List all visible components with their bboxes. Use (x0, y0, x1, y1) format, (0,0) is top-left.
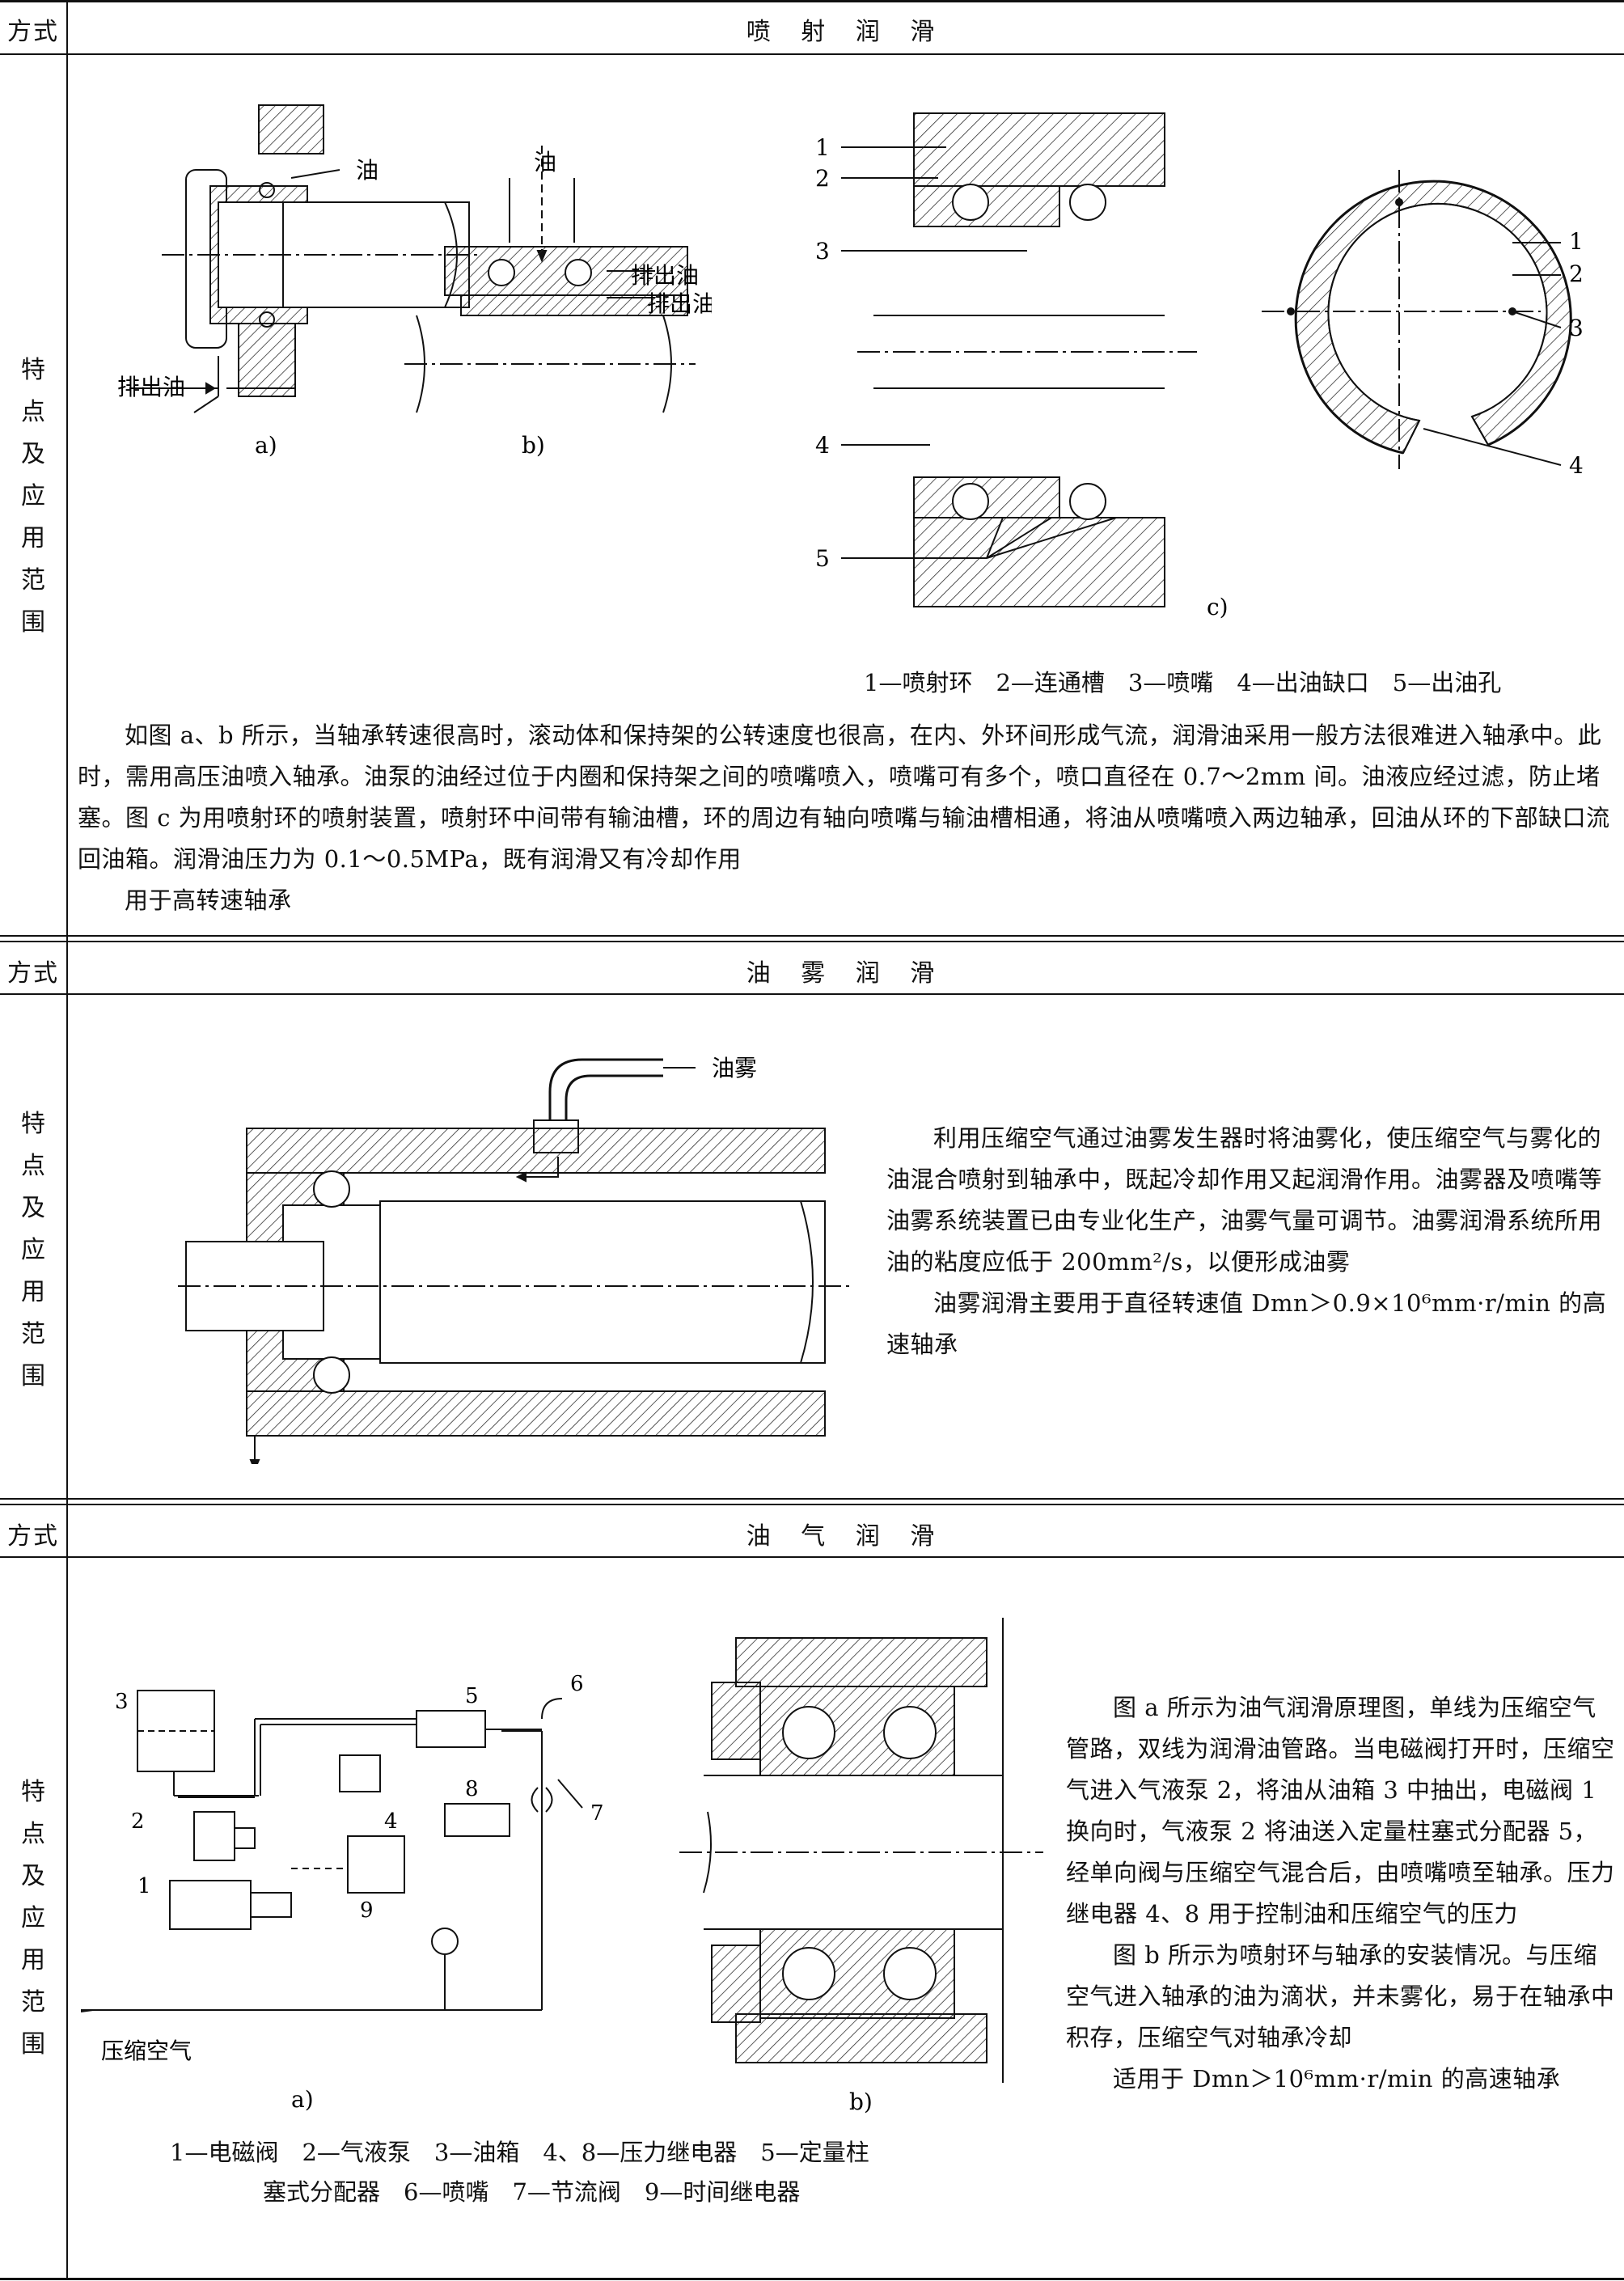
section-3-legend-line-1: 1—电磁阀 2—气液泵 3—油箱 4、8—压力继电器 5—定量柱 (170, 2139, 869, 2166)
fig3a-air-label: 压缩空气 (101, 2038, 192, 2064)
fig1c-ring-callout-3: 3 (1569, 315, 1584, 341)
section-3-mode-label: 方式 (7, 1522, 59, 1551)
figure-3b-bearing-installation: b) (679, 1618, 1043, 2115)
top-rule (0, 0, 1624, 2)
fig1a-drain-label: 排出油 (117, 374, 185, 400)
fig1b-drain-label-2: 排出油 (647, 290, 712, 317)
fig2-mist-label: 油雾 (712, 1055, 757, 1081)
fig1c-callout-1: 1 (815, 134, 830, 161)
section-1-title: 喷 射 润 滑 (746, 18, 946, 46)
fig3a-callout-5: 5 (465, 1684, 479, 1708)
header-rule-1 (0, 53, 1624, 55)
section-2-paragraph-1: 利用压缩空气通过油雾发生器时将油雾化，使压缩空气与雾化的油混合喷射到轴承中，既起… (886, 1124, 1603, 1276)
header-rule-3 (0, 1556, 1624, 1558)
fig1b-oil-label: 油 (534, 149, 556, 176)
section-3-paragraph-1: 图 a 所示为油气润滑原理图，单线为压缩空气管路，双线为润滑油管路。当电磁阀打开… (1066, 1694, 1615, 1928)
section-2-paragraph-2: 油雾润滑主要用于直径转速值 Dmn＞0.9×10⁶mm·r/min 的高速轴承 (886, 1289, 1607, 1358)
section-divider-2 (0, 1498, 1624, 1500)
fig3a-callout-9: 9 (360, 1898, 374, 1923)
fig1c-callout-5: 5 (815, 545, 830, 572)
section-divider-1 (0, 935, 1624, 937)
fig1c-ring-callout-4: 4 (1569, 452, 1584, 479)
fig3a-callout-2: 2 (131, 1809, 145, 1834)
fig1b-label: b) (522, 432, 545, 459)
fig3a-callout-3: 3 (115, 1690, 129, 1714)
fig3a-callout-1: 1 (137, 1874, 151, 1898)
section-1-mode-label: 方式 (7, 18, 59, 46)
section-3-paragraph-3: 适用于 Dmn＞10⁶mm·r/min 的高速轴承 (1113, 2065, 1561, 2093)
section-divider-2b (0, 1504, 1624, 1505)
fig3a-callout-8: 8 (465, 1777, 479, 1801)
section-1-legend: 1—喷射环 2—连通槽 3—喷嘴 4—出油缺口 5—出油孔 (864, 669, 1502, 696)
section-divider-1b (0, 941, 1624, 942)
column-divider (66, 0, 68, 2280)
fig1c-callout-3: 3 (815, 238, 830, 264)
fig3a-callout-7: 7 (590, 1801, 604, 1826)
fig3b-label: b) (849, 2088, 873, 2115)
section-3-legend-line-2: 塞式分配器 6—喷嘴 7—节流阀 9—时间继电器 (263, 2178, 801, 2206)
section-3-description: 图 a 所示为油气润滑原理图，单线为压缩空气管路，双线为润滑油管路。当电磁阀打开… (1066, 1687, 1616, 2100)
section-2-description: 利用压缩空气通过油雾发生器时将油雾化，使压缩空气与雾化的油混合喷射到轴承中，既起… (886, 1118, 1614, 1365)
section-1-paragraph-1: 如图 a、b 所示，当轴承转速很高时，滚动体和保持架的公转速度也很高，在内、外环… (78, 722, 1610, 873)
section-3-title: 油 气 润 滑 (746, 1522, 946, 1551)
fig3a-label: a) (291, 2086, 314, 2113)
section-2-mode-label: 方式 (7, 959, 59, 988)
fig1a-oil-label: 油 (356, 157, 379, 184)
section-2-side-label: 特 点 及 应 用 范 围 (21, 1110, 45, 1390)
figure-1c-jet-ring: 1 2 3 4 5 1 2 3 4 c) (815, 112, 1584, 620)
fig1c-ring-callout-1: 1 (1569, 228, 1584, 255)
section-3-paragraph-2: 图 b 所示为喷射环与轴承的安装情况。与压缩空气进入轴承的油为滴状，并未雾化，易… (1066, 1941, 1615, 2051)
fig3a-callout-4: 4 (384, 1809, 398, 1834)
section-1-paragraph-2: 用于高转速轴承 (125, 887, 292, 914)
fig1b-drain-label-1: 排出油 (631, 262, 699, 289)
section-1-side-label: 特 点 及 应 用 范 围 (21, 356, 45, 637)
figure-2-oil-mist: 油雾 (178, 1055, 849, 1464)
section-3-side-label: 特 点 及 应 用 范 围 (21, 1778, 45, 2059)
fig1c-callout-2: 2 (815, 165, 830, 192)
section-1-description: 如图 a、b 所示，当轴承转速很高时，滚动体和保持架的公转速度也很高，在内、外环… (78, 715, 1614, 921)
fig1c-ring-callout-2: 2 (1569, 260, 1584, 287)
fig3a-callout-6: 6 (570, 1672, 584, 1696)
fig1c-callout-4: 4 (815, 432, 830, 459)
figure-1ab-jet-lubrication: 油 排出油 a) 油 排出油 排出油 b) (117, 104, 712, 459)
header-rule-2 (0, 993, 1624, 995)
figure-3a-oil-air-schematic: 3 5 6 2 4 8 7 1 9 压缩空气 a) (81, 1672, 604, 2113)
fig1c-label: c) (1207, 594, 1229, 620)
section-2-title: 油 雾 润 滑 (746, 959, 946, 988)
fig1a-label: a) (255, 432, 277, 459)
bottom-rule (0, 2278, 1624, 2280)
